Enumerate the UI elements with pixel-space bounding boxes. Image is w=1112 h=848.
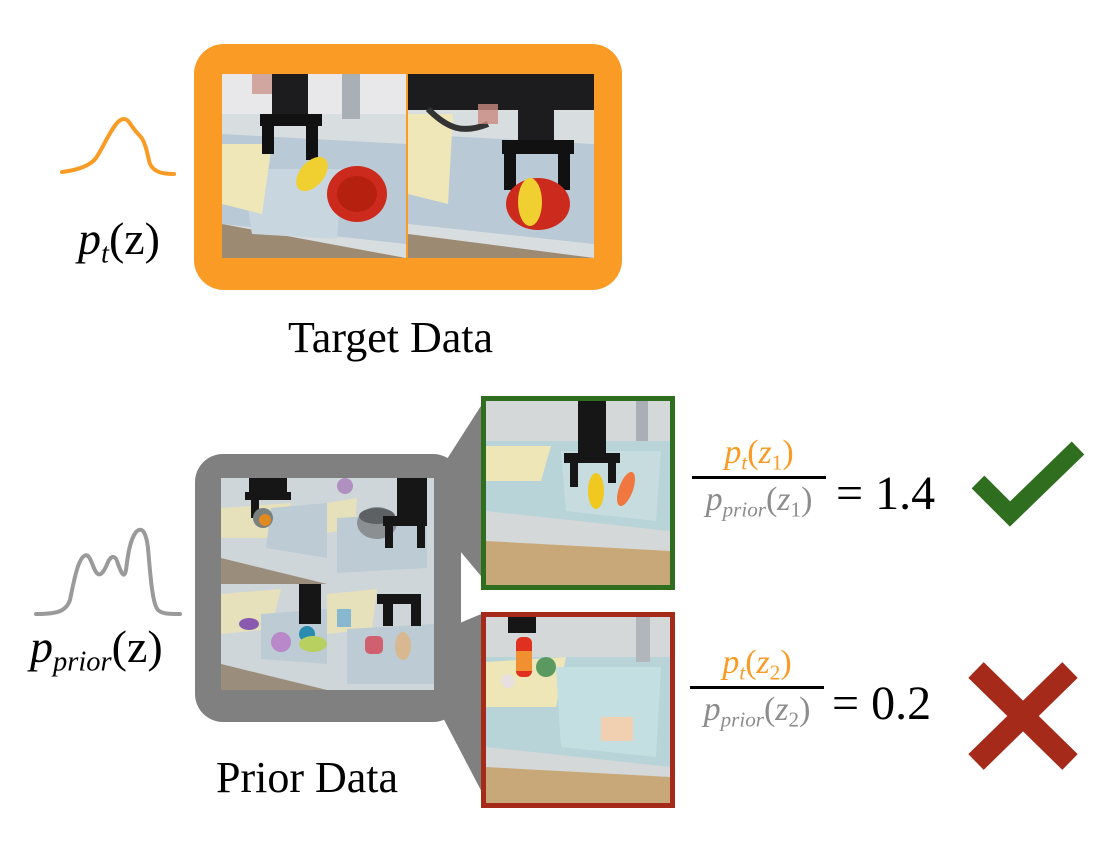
ratio-result-1: = 1.4 [836, 467, 936, 520]
target-density-label: pt(z) [78, 213, 160, 270]
ratio-denominator-1: pprior((zz1) [705, 481, 813, 522]
example-image-2 [481, 612, 675, 808]
ratio-denominator-2: pprior((zz2) [703, 691, 811, 732]
fraction-bar-1 [692, 476, 826, 479]
ratio-value-2: 0.2 [871, 677, 932, 730]
ratio-value-1: 1.4 [875, 467, 936, 520]
target-data-caption: Target Data [288, 313, 494, 362]
prior-image-3 [221, 584, 327, 690]
prior-density-path [34, 527, 182, 616]
ratio-numerator-2: pt((zz2) [722, 644, 792, 685]
prior-image-4 [327, 584, 434, 690]
prior-density-label: pprior(z) [30, 621, 163, 678]
prior-image-2 [327, 478, 434, 584]
target-image-1 [222, 74, 406, 258]
prior-image-1 [221, 478, 327, 584]
prior-data-caption: Prior Data [216, 753, 399, 802]
example-image-1 [481, 396, 675, 590]
ratio-numerator-1: pt((zz1) [724, 434, 794, 475]
target-density-path [60, 117, 176, 176]
ratio-fraction-1: pt((zz1) pprior((zz1) [692, 434, 826, 522]
ratio-fraction-2: pt((zz2) pprior((zz2) [690, 644, 824, 732]
connector-wedge-upper [440, 398, 486, 582]
fraction-bar-2 [690, 686, 824, 689]
ratio-result-2: = 0.2 [832, 677, 932, 730]
target-image-2 [408, 74, 594, 258]
